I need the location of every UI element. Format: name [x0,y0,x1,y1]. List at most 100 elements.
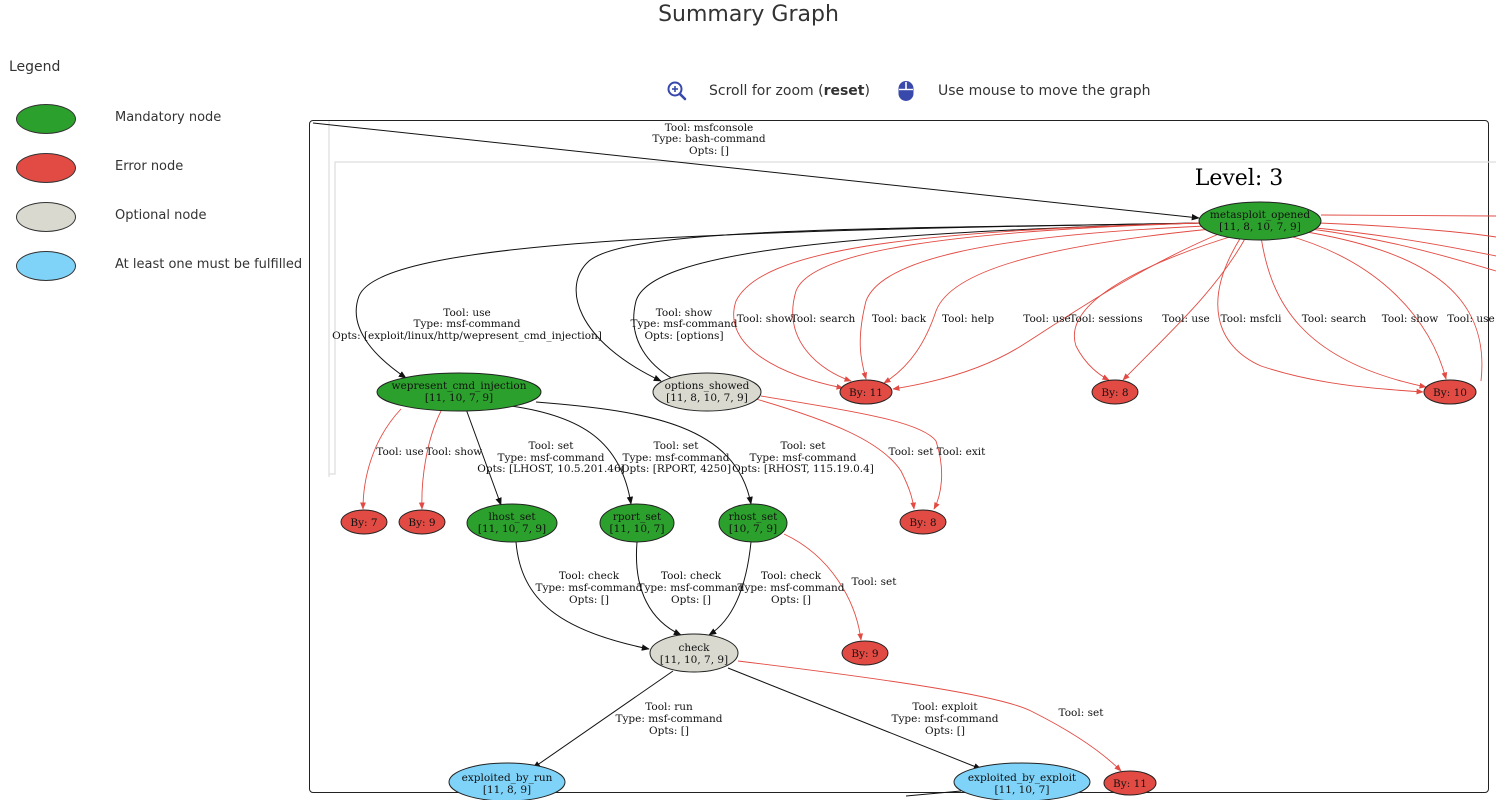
legend-item-error: Error node [16,153,296,185]
node-wepresent-cmd-injection[interactable]: wepresent_cmd_injection [11, 10, 7, 9] [376,372,542,412]
node-by-8-a[interactable]: By: 8 [1091,379,1139,405]
edge-label-wep-show: Tool: show [426,446,483,458]
node-by-7[interactable]: By: 7 [340,509,388,535]
edge-label-meta-msfcli: Tool: msfcli [1221,313,1283,325]
node-metasploit-opened[interactable]: metasploit_opened [11, 8, 10, 7, 9] [1198,201,1322,241]
svg-text:lhost_set: lhost_set [488,511,536,523]
edge-label-check-lhost-1: Tool: check [559,570,620,582]
edge-meta-back [859,225,1207,380]
cluster-label: Level: 3 [1195,166,1284,191]
edge-label-meta-search: Tool: search [791,313,856,325]
edge-label-check-rhost-1: Tool: check [761,570,822,582]
edge-label-meta-sessions: Tool: sessions [1069,313,1142,325]
edge-use-wepresent [355,222,1202,379]
edge-set-rport [510,405,634,505]
node-by-11-a[interactable]: By: 11 [839,379,893,405]
edge-meta-off1 [1320,214,1497,217]
node-by-9-a[interactable]: By: 9 [398,509,446,535]
nodes: metasploit_opened [11, 8, 10, 7, 9] wepr… [340,201,1477,800]
edge-label-use-wepresent-2: Type: msf-command [413,318,520,330]
edge-label-msfconsole-1: Tool: msfconsole [665,122,754,134]
edge-label-check-rhost-2: Type: msf-command [737,582,844,594]
edge-label-set-rport-2: Type: msf-command [622,452,729,464]
node-exploited-by-exploit[interactable]: exploited_by_exploit [11, 10, 7] [953,762,1091,800]
svg-text:rport_set: rport_set [613,511,662,523]
legend-label: At least one must be fulfilled [115,257,303,272]
reset-zoom-link[interactable]: reset [823,83,865,99]
svg-text:[11, 10, 7, 9]: [11, 10, 7, 9] [660,654,728,666]
svg-text:[11, 8, 10, 7, 9]: [11, 8, 10, 7, 9] [666,392,748,404]
node-by-10[interactable]: By: 10 [1423,379,1477,405]
svg-text:By: 9: By: 9 [851,648,878,660]
edge-opt-set [755,398,917,510]
edge-offscreen [905,790,962,797]
svg-text:[11, 10, 7]: [11, 10, 7] [610,523,665,535]
edge-label-rhost-set: Tool: set [852,576,898,588]
edge-label-set-rport-1: Tool: set [654,440,700,452]
edge-label-opt-exit: Tool: exit [937,446,987,458]
move-hint: Use mouse to move the graph [938,83,1151,99]
cluster-level-3: Level: 3 [328,121,1496,477]
node-by-11-b[interactable]: By: 11 [1103,770,1157,796]
svg-text:By: 9: By: 9 [408,517,435,529]
edge-label-run-2: Type: msf-command [615,713,722,725]
edge-check-rport [635,541,682,636]
edge-label-run-1: Tool: run [645,701,693,713]
edge-label-meta-use3: Tool: use [1447,313,1494,325]
edge-label-check-rport-2: Type: msf-command [637,582,744,594]
edge-wep-use [360,408,402,510]
svg-text:By: 8: By: 8 [909,517,936,529]
edge-opt-exit [760,395,943,510]
node-options-showed[interactable]: options_showed [11, 8, 10, 7, 9] [652,372,762,412]
edges-red [360,214,1497,772]
edge-meta-off4 [1305,226,1497,257]
edge-meta-use3 [1300,230,1483,382]
svg-text:exploited_by_run: exploited_by_run [462,772,553,784]
svg-text:By: 7: By: 7 [350,517,377,529]
svg-text:options_showed: options_showed [665,380,750,392]
edge-label-check-lhost-3: Opts: [] [569,594,609,606]
zoom-in-icon[interactable] [666,80,688,102]
node-by-9-b[interactable]: By: 9 [841,640,889,666]
edge-label-check-rport-1: Tool: check [661,570,722,582]
graph-viewport[interactable]: Level: 3 [309,120,1497,800]
svg-text:check: check [678,642,710,654]
edge-label-set-rhost-3: Opts: [RHOST, 115.19.0.4] [732,463,874,475]
edge-msfconsole [312,122,1200,221]
node-rhost-set[interactable]: rhost_set [10, 7, 9] [718,503,788,543]
graph-canvas[interactable]: Level: 3 [310,121,1497,800]
edge-label-set-lhost-2: Type: msf-command [497,452,604,464]
svg-text:[11, 8, 10, 7, 9]: [11, 8, 10, 7, 9] [1219,221,1301,233]
svg-text:By: 11: By: 11 [849,387,883,399]
edge-meta-sessions [1073,234,1237,381]
edge-label-meta-show: Tool: show [737,313,794,325]
edge-meta-off2 [1318,222,1497,238]
edge-label-meta-search2: Tool: search [1302,313,1367,325]
edge-label-meta-show2: Tool: show [1382,313,1439,325]
edge-label-run-3: Opts: [] [649,725,689,737]
edge-exploit [727,667,982,770]
edge-show-options [575,222,1202,382]
svg-text:[11, 10, 7]: [11, 10, 7] [995,784,1050,796]
edge-label-check-rhost-3: Opts: [] [771,594,811,606]
edge-label-msfconsole-2: Type: bash-command [652,133,766,145]
node-rport-set[interactable]: rport_set [11, 10, 7] [599,503,675,543]
edge-set-lhost [465,408,502,506]
edge-label-wep-use: Tool: use [376,446,423,458]
edge-label-use-wepresent-3: Opts: [exploit/linux/http/wepresent_cmd_… [332,330,602,342]
edge-rhost-set [783,533,864,641]
mouse-icon [898,81,914,101]
edge-meta-search2 [1260,236,1427,389]
edge-label-exploit-1: Tool: exploit [912,701,978,713]
node-lhost-set[interactable]: lhost_set [11, 10, 7, 9] [466,503,558,543]
svg-text:exploited_by_exploit: exploited_by_exploit [968,772,1077,784]
node-exploited-by-run[interactable]: exploited_by_run [11, 8, 9] [448,762,566,800]
node-by-8-b[interactable]: By: 8 [899,509,947,535]
edge-label-set-rhost-2: Type: msf-command [749,452,856,464]
edge-check-set [737,660,1122,772]
node-check[interactable]: check [11, 10, 7, 9] [649,633,739,673]
legend-label: Optional node [115,208,207,223]
edge-show-options-2 [633,222,1202,380]
edge-label-check-rport-3: Opts: [] [671,594,711,606]
edge-meta-show2 [1285,234,1448,380]
